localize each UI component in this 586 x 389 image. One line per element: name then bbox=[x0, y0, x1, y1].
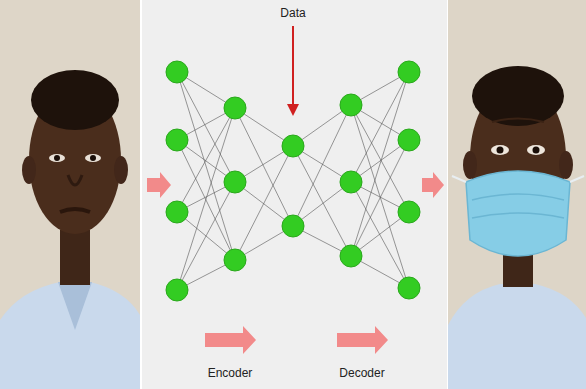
neuron bbox=[340, 171, 362, 193]
weight-line bbox=[177, 140, 235, 260]
weight-line bbox=[351, 72, 409, 182]
neuron bbox=[166, 279, 188, 301]
neuron bbox=[282, 215, 304, 237]
neuron bbox=[282, 135, 304, 157]
weight-line bbox=[177, 108, 235, 212]
neuron bbox=[398, 201, 420, 223]
neuron bbox=[224, 97, 246, 119]
weight-line bbox=[293, 146, 351, 256]
neuron bbox=[166, 61, 188, 83]
neuron bbox=[340, 94, 362, 116]
neuron bbox=[398, 277, 420, 299]
neuron bbox=[224, 171, 246, 193]
decoder-label: Decoder bbox=[339, 366, 384, 380]
encoder-label: Encoder bbox=[208, 366, 253, 380]
neuron bbox=[340, 245, 362, 267]
flow-arrow bbox=[147, 172, 171, 198]
neural-network bbox=[166, 61, 420, 301]
weight-line bbox=[235, 108, 293, 226]
neuron bbox=[224, 249, 246, 271]
neuron bbox=[398, 61, 420, 83]
weight-line bbox=[293, 105, 351, 226]
neuron bbox=[398, 129, 420, 151]
data-label: Data bbox=[280, 6, 305, 20]
decoder-arrow bbox=[337, 326, 388, 354]
output-photo bbox=[448, 0, 586, 389]
weight-line bbox=[177, 182, 235, 290]
data-arrow bbox=[292, 26, 294, 108]
neuron bbox=[166, 201, 188, 223]
network-panel bbox=[142, 0, 447, 389]
input-photo bbox=[0, 0, 140, 389]
weight-line bbox=[351, 140, 409, 256]
neuron bbox=[166, 129, 188, 151]
flow-arrow bbox=[422, 172, 444, 198]
weight-line bbox=[177, 72, 235, 260]
weight-line bbox=[235, 146, 293, 260]
data-arrowhead bbox=[287, 104, 299, 116]
encoder-arrow bbox=[205, 326, 256, 354]
